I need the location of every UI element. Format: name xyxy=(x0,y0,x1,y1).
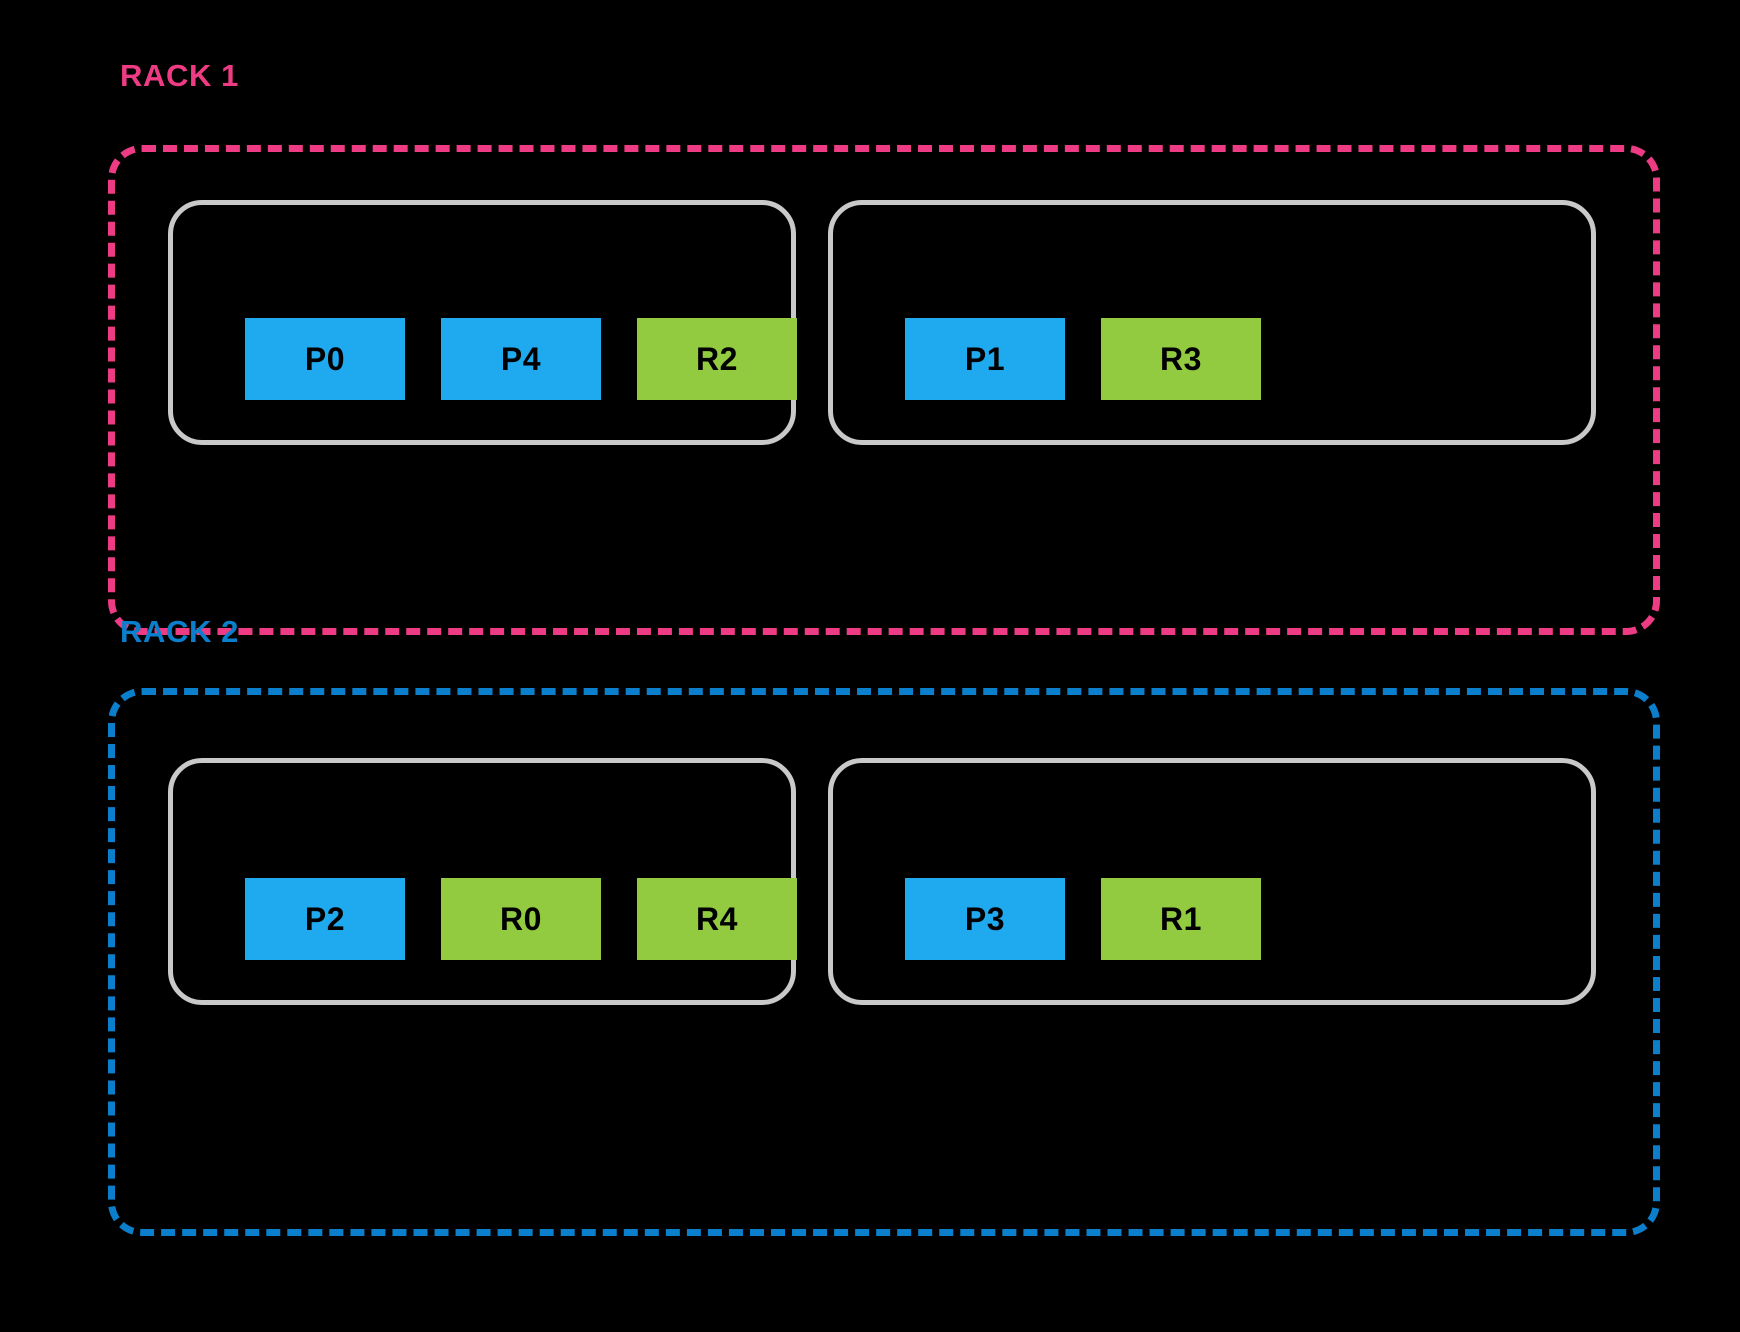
partition-p2[interactable]: P2 xyxy=(245,878,405,960)
rack-1-broker-1-partitions: P0 P4 R2 xyxy=(245,318,797,400)
partition-r4[interactable]: R4 xyxy=(637,878,797,960)
partition-p3[interactable]: P3 xyxy=(905,878,1065,960)
rack-group-1: RACK 1 P0 P4 R2 P1 R3 xyxy=(0,60,1740,640)
partition-r2[interactable]: R2 xyxy=(637,318,797,400)
rack-group-2: RACK 2 P2 R0 R4 P3 R1 xyxy=(0,616,1740,1256)
partition-p0[interactable]: P0 xyxy=(245,318,405,400)
rack-1-broker-2-partitions: P1 R3 xyxy=(905,318,1261,400)
rack-1-label: RACK 1 xyxy=(120,58,240,93)
partition-p4[interactable]: P4 xyxy=(441,318,601,400)
rack-2-label: RACK 2 xyxy=(120,614,240,649)
rack-2-boundary xyxy=(108,688,1660,1236)
rack-2-broker-1-partitions: P2 R0 R4 xyxy=(245,878,797,960)
rack-2-broker-1[interactable]: P2 R0 R4 xyxy=(168,758,797,1005)
partition-r3[interactable]: R3 xyxy=(1101,318,1261,400)
partition-r1[interactable]: R1 xyxy=(1101,878,1261,960)
rack-1-broker-1[interactable]: P0 P4 R2 xyxy=(168,200,797,445)
partition-r0[interactable]: R0 xyxy=(441,878,601,960)
rack-2-broker-2-partitions: P3 R1 xyxy=(905,878,1261,960)
partition-p1[interactable]: P1 xyxy=(905,318,1065,400)
rack-1-boundary xyxy=(108,145,1660,635)
rack-2-broker-2[interactable]: P3 R1 xyxy=(828,758,1596,1005)
rack-1-broker-2[interactable]: P1 R3 xyxy=(828,200,1596,445)
